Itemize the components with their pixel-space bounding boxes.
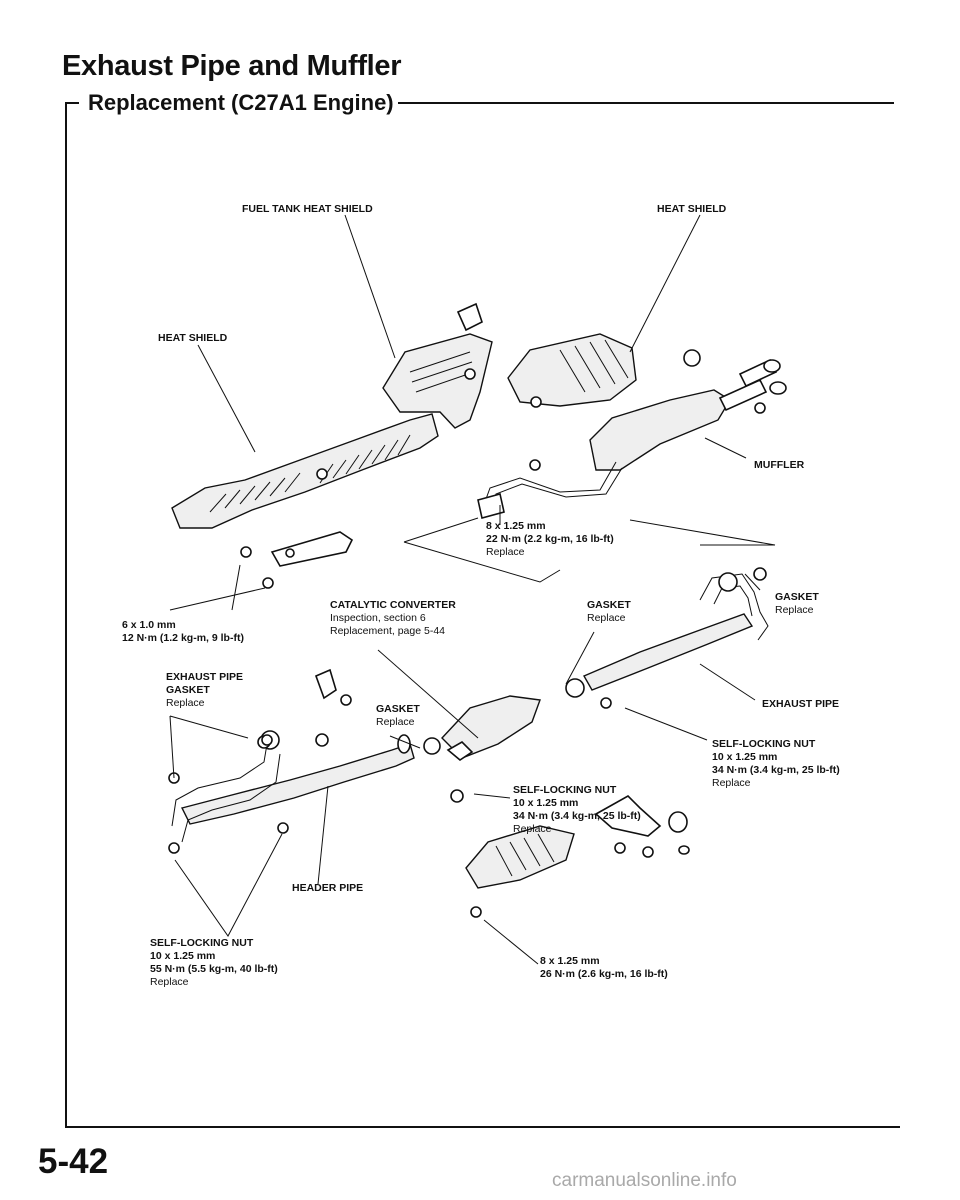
label-gasket-muffler-note: Replace bbox=[775, 604, 814, 616]
label-exhaust-pipe-gasket-line1: EXHAUST PIPE bbox=[166, 671, 243, 683]
label-bolt-8-top-torque: 22 N·m (2.2 kg-m, 16 lb-ft) bbox=[486, 533, 614, 545]
label-nut-right-torque: 34 N·m (3.4 kg-m, 25 lb-ft) bbox=[712, 764, 840, 776]
page-number: 5-42 bbox=[38, 1142, 109, 1181]
label-bolt-8-bottom-torque: 26 N·m (2.6 kg-m, 16 lb-ft) bbox=[540, 968, 668, 980]
label-bolt-8-bottom-size: 8 x 1.25 mm bbox=[540, 955, 600, 967]
label-header-pipe: HEADER PIPE bbox=[292, 882, 363, 894]
label-gasket-mid: GASKET bbox=[587, 599, 631, 611]
label-nut-bottom: SELF-LOCKING NUT bbox=[150, 937, 254, 949]
label-exhaust-pipe: EXHAUST PIPE bbox=[762, 698, 839, 710]
label-bolt-6-size: 6 x 1.0 mm bbox=[122, 619, 176, 631]
muffler-part bbox=[477, 358, 787, 519]
label-nut-right: SELF-LOCKING NUT bbox=[712, 738, 816, 750]
label-gasket-cat: GASKET bbox=[376, 703, 420, 715]
section-rule-left-tick bbox=[65, 102, 79, 104]
label-nut-center-torque: 34 N·m (3.4 kg-m, 25 lb-ft) bbox=[513, 810, 641, 822]
label-heat-shield-right: HEAT SHIELD bbox=[657, 203, 727, 215]
label-bolt-6-torque: 12 N·m (1.2 kg-m, 9 lb-ft) bbox=[122, 632, 244, 644]
label-fuel-tank-heat-shield: FUEL TANK HEAT SHIELD bbox=[242, 203, 373, 215]
section-rule-line bbox=[398, 102, 894, 104]
label-exhaust-pipe-gasket-line2: GASKET bbox=[166, 684, 210, 696]
left-border-rule bbox=[65, 102, 67, 1126]
label-catalytic-converter: CATALYTIC CONVERTER bbox=[330, 599, 456, 611]
footer-watermark: carmanualsonline.info bbox=[552, 1170, 737, 1191]
label-bolt-8-top-note: Replace bbox=[486, 546, 525, 558]
label-nut-bottom-size: 10 x 1.25 mm bbox=[150, 950, 215, 962]
heat-shield-right-part bbox=[507, 333, 637, 407]
leader-lines bbox=[169, 214, 776, 965]
page-title: Exhaust Pipe and Muffler bbox=[62, 50, 402, 82]
label-heat-shield-left: HEAT SHIELD bbox=[158, 332, 228, 344]
label-nut-center-note: Replace bbox=[513, 823, 552, 835]
label-muffler: MUFFLER bbox=[754, 459, 805, 471]
fuel-tank-heat-shield-part bbox=[382, 302, 493, 429]
lower-heat-shield-part bbox=[465, 825, 575, 889]
label-gasket-cat-note: Replace bbox=[376, 716, 415, 728]
label-nut-right-size: 10 x 1.25 mm bbox=[712, 751, 777, 763]
label-nut-right-note: Replace bbox=[712, 777, 751, 789]
bottom-rule bbox=[65, 1126, 900, 1128]
label-nut-center: SELF-LOCKING NUT bbox=[513, 784, 617, 796]
label-gasket-muffler: GASKET bbox=[775, 591, 819, 603]
label-bolt-8-top-size: 8 x 1.25 mm bbox=[486, 520, 546, 532]
label-nut-center-size: 10 x 1.25 mm bbox=[513, 797, 578, 809]
label-catalytic-converter-line2: Replacement, page 5-44 bbox=[330, 625, 445, 637]
exhaust-pipe-part bbox=[565, 572, 769, 698]
label-nut-bottom-torque: 55 N·m (5.5 kg-m, 40 lb-ft) bbox=[150, 963, 278, 975]
label-nut-bottom-note: Replace bbox=[150, 976, 189, 988]
header-pipe-part bbox=[171, 730, 415, 843]
section-title: Replacement (C27A1 Engine) bbox=[88, 90, 394, 115]
catalytic-converter-part bbox=[423, 695, 541, 761]
label-catalytic-converter-line1: Inspection, section 6 bbox=[330, 612, 426, 624]
label-exhaust-pipe-gasket-note: Replace bbox=[166, 697, 205, 709]
label-gasket-mid-note: Replace bbox=[587, 612, 626, 624]
heat-shield-long-part bbox=[171, 413, 439, 529]
